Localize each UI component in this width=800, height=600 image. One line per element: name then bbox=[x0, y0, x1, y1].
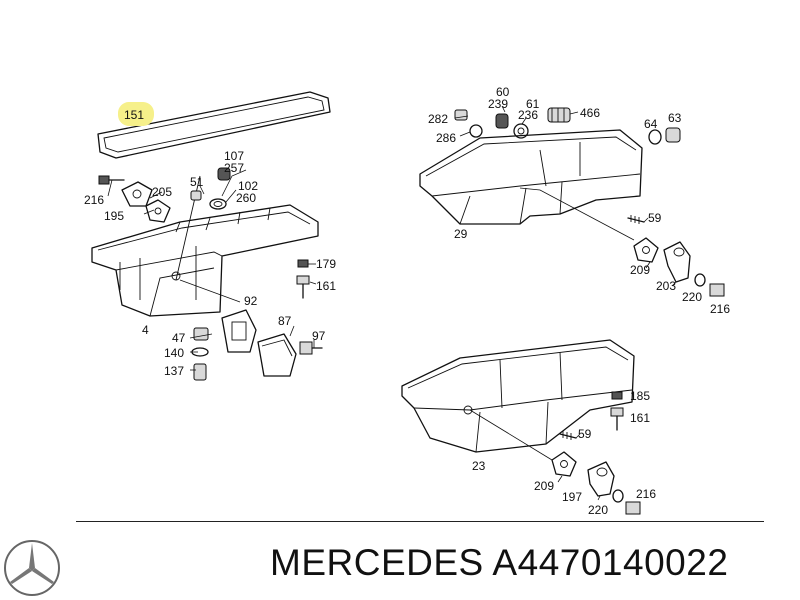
label-51: 51 bbox=[190, 175, 204, 189]
label-236: 236 bbox=[518, 108, 538, 122]
bolt-216c bbox=[625, 501, 641, 515]
bolt-216b bbox=[709, 283, 725, 297]
cover-87 bbox=[257, 333, 297, 377]
plug-63 bbox=[665, 127, 681, 143]
label-59a: 59 bbox=[648, 211, 662, 225]
label-195: 195 bbox=[104, 209, 124, 223]
label-61: 61 bbox=[526, 97, 540, 111]
seal-286 bbox=[469, 124, 483, 138]
label-161a: 161 bbox=[316, 279, 336, 293]
label-286: 286 bbox=[436, 131, 456, 145]
label-107: 107 bbox=[224, 149, 244, 163]
label-466: 466 bbox=[580, 106, 600, 120]
label-151: 151 bbox=[124, 108, 144, 122]
label-197: 197 bbox=[562, 490, 582, 504]
label-64: 64 bbox=[644, 117, 658, 131]
cap-60 bbox=[495, 113, 509, 129]
part-number-title: MERCEDES A4470140022 bbox=[270, 542, 729, 583]
gasket-92 bbox=[221, 309, 257, 353]
label-179: 179 bbox=[316, 257, 336, 271]
plug-47 bbox=[193, 327, 209, 341]
stud-59b bbox=[559, 431, 577, 440]
label-205: 205 bbox=[152, 185, 172, 199]
label-29: 29 bbox=[454, 227, 468, 241]
oil-pan-29 bbox=[419, 129, 643, 225]
label-102: 102 bbox=[238, 179, 258, 193]
seal-220b bbox=[612, 489, 624, 503]
leader-lines bbox=[107, 105, 677, 501]
oil-pan-23 bbox=[401, 339, 635, 453]
label-87: 87 bbox=[278, 314, 292, 328]
label-220b: 220 bbox=[588, 503, 608, 517]
gasket-195 bbox=[145, 199, 171, 223]
label-59b: 59 bbox=[578, 427, 592, 441]
seal-236 bbox=[513, 123, 529, 139]
gasket-151 bbox=[97, 91, 331, 159]
elbow-197 bbox=[587, 461, 615, 497]
bolt-161b bbox=[610, 407, 624, 431]
footer-divider bbox=[76, 521, 764, 522]
plug-137 bbox=[193, 363, 207, 381]
label-209a: 209 bbox=[630, 263, 650, 277]
label-161b: 161 bbox=[630, 411, 650, 425]
gasket-209b bbox=[551, 451, 577, 477]
bolt-179 bbox=[297, 259, 309, 268]
label-97: 97 bbox=[312, 329, 326, 343]
label-140: 140 bbox=[164, 346, 184, 360]
bolt-97 bbox=[299, 341, 323, 355]
bolt-216a bbox=[98, 175, 125, 185]
bolt-185 bbox=[611, 391, 623, 400]
label-239: 239 bbox=[488, 97, 508, 111]
elbow-203 bbox=[663, 241, 691, 283]
label-257: 257 bbox=[224, 161, 244, 175]
label-185: 185 bbox=[630, 389, 650, 403]
bolt-161a bbox=[296, 275, 310, 299]
seal-220a bbox=[694, 273, 706, 287]
label-282: 282 bbox=[428, 112, 448, 126]
gasket-209a bbox=[633, 237, 659, 263]
label-137: 137 bbox=[164, 364, 184, 378]
label-151-highlight bbox=[118, 102, 154, 126]
plug-282 bbox=[454, 109, 468, 121]
mercedes-star-icon bbox=[4, 540, 60, 596]
label-220a: 220 bbox=[682, 290, 702, 304]
label-23: 23 bbox=[472, 459, 486, 473]
label-63: 63 bbox=[668, 111, 682, 125]
label-209b: 209 bbox=[534, 479, 554, 493]
flange-205 bbox=[121, 181, 153, 207]
label-4: 4 bbox=[142, 323, 149, 337]
label-216c: 216 bbox=[636, 487, 656, 501]
label-60: 60 bbox=[496, 85, 510, 99]
fitting-466 bbox=[547, 107, 571, 123]
label-216a: 216 bbox=[84, 193, 104, 207]
label-92: 92 bbox=[244, 294, 258, 308]
stud-59a bbox=[627, 215, 645, 224]
seal-64 bbox=[648, 129, 662, 145]
label-216b: 216 bbox=[710, 302, 730, 316]
seal-260 bbox=[209, 198, 227, 210]
label-203: 203 bbox=[656, 279, 676, 293]
label-47: 47 bbox=[172, 331, 186, 345]
plug-51 bbox=[190, 190, 202, 201]
cap-107 bbox=[217, 167, 231, 181]
label-260: 260 bbox=[236, 191, 256, 205]
